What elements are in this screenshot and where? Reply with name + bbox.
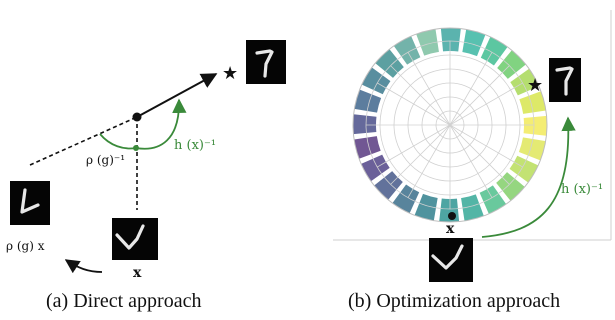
label-x-a: x: [133, 265, 142, 281]
star-marker-b: ★: [527, 75, 543, 96]
input-dot-b: [448, 212, 456, 220]
digit-image-input-b: [429, 238, 473, 282]
polar-segment: [375, 49, 404, 78]
polar-segment: [354, 136, 381, 159]
polar-segment: [361, 154, 390, 182]
digit-image-input-a: [112, 218, 158, 260]
polar-segment: [392, 184, 420, 214]
polar-segment: [440, 27, 461, 52]
black-curved-arrow-a: [64, 259, 103, 274]
polar-segment: [496, 172, 525, 201]
digit-image-rotated-a: [10, 181, 50, 225]
polar-segment: [509, 155, 539, 183]
polar-segment: [462, 29, 486, 57]
caption-direct-approach: (a) Direct approach: [46, 290, 202, 312]
polar-segment-ring: [353, 27, 547, 222]
polar-segment: [479, 185, 507, 214]
polar-outer-circle: [352, 27, 548, 223]
polar-segment: [393, 36, 421, 65]
label-rho-x: ρ (g) x: [6, 239, 45, 253]
dashed-line-left: [29, 116, 138, 166]
polar-grid: [365, 40, 535, 210]
polar-segment: [518, 137, 546, 161]
digit-image-seven-a: [246, 40, 286, 84]
label-h-inverse-b: h (x)⁻¹: [561, 182, 603, 197]
star-marker-a: ★: [222, 63, 238, 84]
green-optimization-arrow: [481, 116, 576, 238]
polar-segment: [353, 114, 377, 135]
origin-dot: [132, 112, 142, 122]
panel-b: ★ x h (x)⁻¹: [333, 10, 612, 282]
polar-segment: [523, 115, 547, 136]
polar-segment: [510, 68, 539, 96]
label-x-b: x: [446, 221, 455, 237]
label-h-inverse-a: h (x)⁻¹: [174, 138, 216, 153]
polar-segment: [416, 29, 439, 56]
polar-segment: [374, 171, 403, 200]
panel-a: ★ ρ (g)⁻¹ h (x)⁻¹ ρ (g) x x: [6, 40, 286, 281]
rho-arc: [99, 133, 137, 150]
polar-segment: [519, 91, 546, 114]
polar-segment: [461, 194, 484, 221]
polar-segment: [497, 50, 526, 79]
polar-segment: [480, 36, 508, 66]
polar-segment: [414, 193, 438, 221]
label-rho-inverse: ρ (g)⁻¹: [86, 153, 125, 167]
direct-arrow: [136, 73, 218, 118]
caption-optimization-approach: (b) Optimization approach: [348, 290, 561, 312]
green-rotation-arrow-a: [135, 98, 187, 150]
polar-segment: [354, 89, 382, 113]
digit-image-seven-b: [549, 58, 581, 102]
polar-segment: [361, 67, 391, 95]
